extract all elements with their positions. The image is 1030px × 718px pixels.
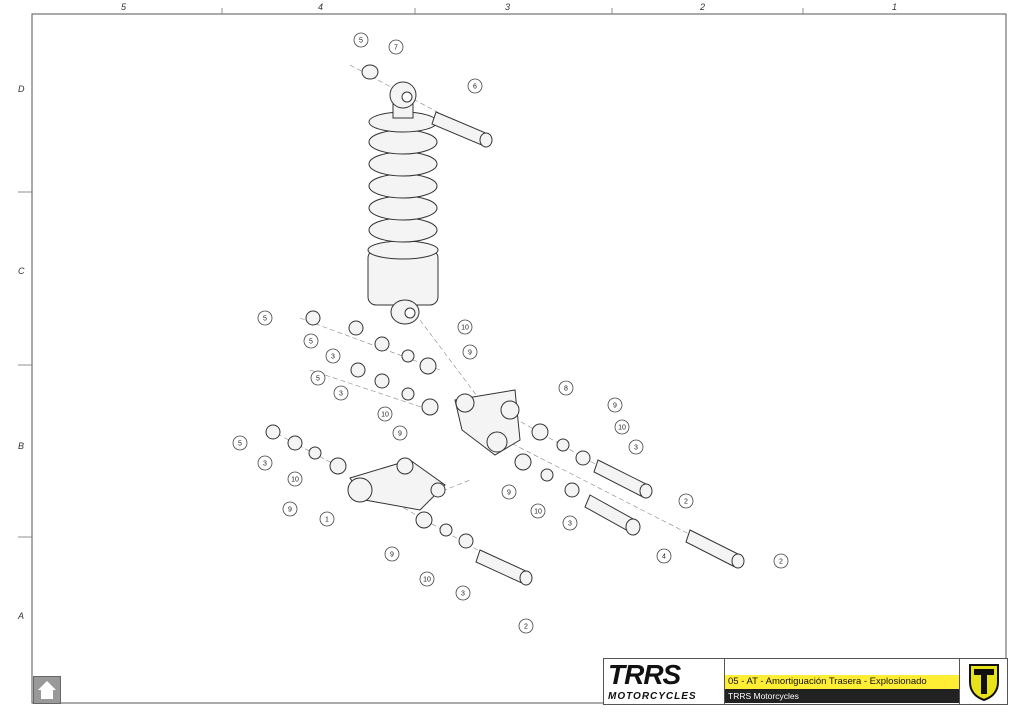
balloon-label: 9 [288, 506, 292, 513]
balloon-label: 5 [316, 375, 320, 382]
balloon-label: 3 [634, 444, 638, 451]
balloon-label: 5 [309, 338, 313, 345]
part-balloon: 5 [353, 32, 369, 48]
balloon-label: 2 [779, 558, 783, 565]
balloon-label: 10 [423, 576, 431, 583]
zone-col-2: 2 [700, 2, 706, 12]
part-balloon: 3 [562, 515, 578, 531]
balloon-label: 3 [263, 460, 267, 467]
bearings [265, 310, 591, 549]
logo-main-text: TRRS [608, 659, 681, 690]
part-balloon: 8 [558, 380, 574, 396]
balloon-label: 6 [473, 83, 477, 90]
trrs-logo: TRRS MOTORCYCLES [604, 659, 725, 704]
part-balloon: 10 [377, 406, 393, 422]
part-balloon: 10 [614, 419, 630, 435]
zone-row-c: C [18, 266, 25, 276]
zone-col-1: 1 [892, 2, 898, 12]
part-balloon: 9 [392, 425, 408, 441]
balloon-label: 9 [507, 489, 511, 496]
part-balloon: 10 [419, 571, 435, 587]
balloon-label: 5 [359, 37, 363, 44]
spring [368, 111, 438, 243]
trrs-emblem-icon [960, 659, 1007, 704]
part-balloon: 3 [333, 385, 349, 401]
part-balloon: 5 [303, 333, 319, 349]
zone-row-a: A [18, 611, 25, 621]
part-balloon: 5 [232, 435, 248, 451]
balloon-label: 9 [613, 402, 617, 409]
part-balloon: 2 [518, 618, 534, 634]
home-button[interactable] [33, 676, 61, 704]
axis-lines [269, 64, 741, 581]
part-balloon: 3 [325, 348, 341, 364]
balloon-label: 3 [461, 590, 465, 597]
balloon-label: 9 [468, 349, 472, 356]
zone-row-d: D [18, 84, 25, 94]
part-balloon: 4 [656, 548, 672, 564]
balloon-label: 2 [524, 623, 528, 630]
balloon-label: 10 [618, 424, 626, 431]
part-balloon: 2 [678, 493, 694, 509]
part-balloon: 6 [467, 78, 483, 94]
balloon-label: 10 [534, 508, 542, 515]
zone-col-4: 4 [318, 2, 324, 12]
zone-col-3: 3 [505, 2, 511, 12]
balloon-label: 7 [394, 44, 398, 51]
part-balloon: 9 [462, 344, 478, 360]
part-balloon: 5 [310, 370, 326, 386]
balloon-label: 3 [568, 520, 572, 527]
part-balloons: 5 7 6 5 10 5 3 9 5 8 3 10 9 9 10 5 3 3 10 9 2 9 10 1 3 9 4 2 10 3 2 [232, 32, 789, 634]
balloon-label: 5 [238, 440, 242, 447]
company-name: TRRS Motorcycles [725, 689, 959, 703]
part-balloon: 9 [282, 501, 298, 517]
balloon-label: 4 [662, 553, 666, 560]
balloon-label: 9 [390, 551, 394, 558]
part-balloon: 9 [607, 397, 623, 413]
part-balloon: 10 [457, 319, 473, 335]
balloon-label: 5 [263, 315, 267, 322]
part-balloon: 9 [384, 546, 400, 562]
part-balloon: 3 [257, 455, 273, 471]
shock-absorber [361, 64, 493, 325]
zone-row-b: B [18, 441, 25, 451]
bolts [475, 459, 745, 586]
frame-border [31, 13, 1007, 704]
title-block: TRRS MOTORCYCLES 05 - AT - Amortiguación… [603, 658, 1008, 705]
balloon-label: 10 [291, 476, 299, 483]
zone-ticks [18, 8, 804, 538]
balloon-label: 3 [331, 353, 335, 360]
balloon-label: 2 [684, 498, 688, 505]
balloon-label: 10 [461, 324, 469, 331]
part-balloon: 5 [257, 310, 273, 326]
part-balloon: 3 [455, 585, 471, 601]
balloon-label: 1 [325, 516, 329, 523]
logo-sub-text: MOTORCYCLES [608, 691, 697, 702]
zone-col-5: 5 [121, 2, 127, 12]
part-balloon: 2 [773, 553, 789, 569]
balloon-label: 8 [564, 385, 568, 392]
part-balloon: 9 [501, 484, 517, 500]
part-balloon: 1 [319, 511, 335, 527]
balloon-label: 3 [339, 390, 343, 397]
part-balloon: 10 [287, 471, 303, 487]
drawing-title: 05 - AT - Amortiguación Trasera - Explos… [725, 675, 959, 689]
linkage-parts [265, 310, 745, 586]
home-icon [38, 681, 56, 699]
part-balloon: 3 [628, 439, 644, 455]
part-balloon: 10 [530, 503, 546, 519]
balloon-label: 9 [398, 430, 402, 437]
balloon-label: 10 [381, 411, 389, 418]
part-balloon: 7 [388, 39, 404, 55]
